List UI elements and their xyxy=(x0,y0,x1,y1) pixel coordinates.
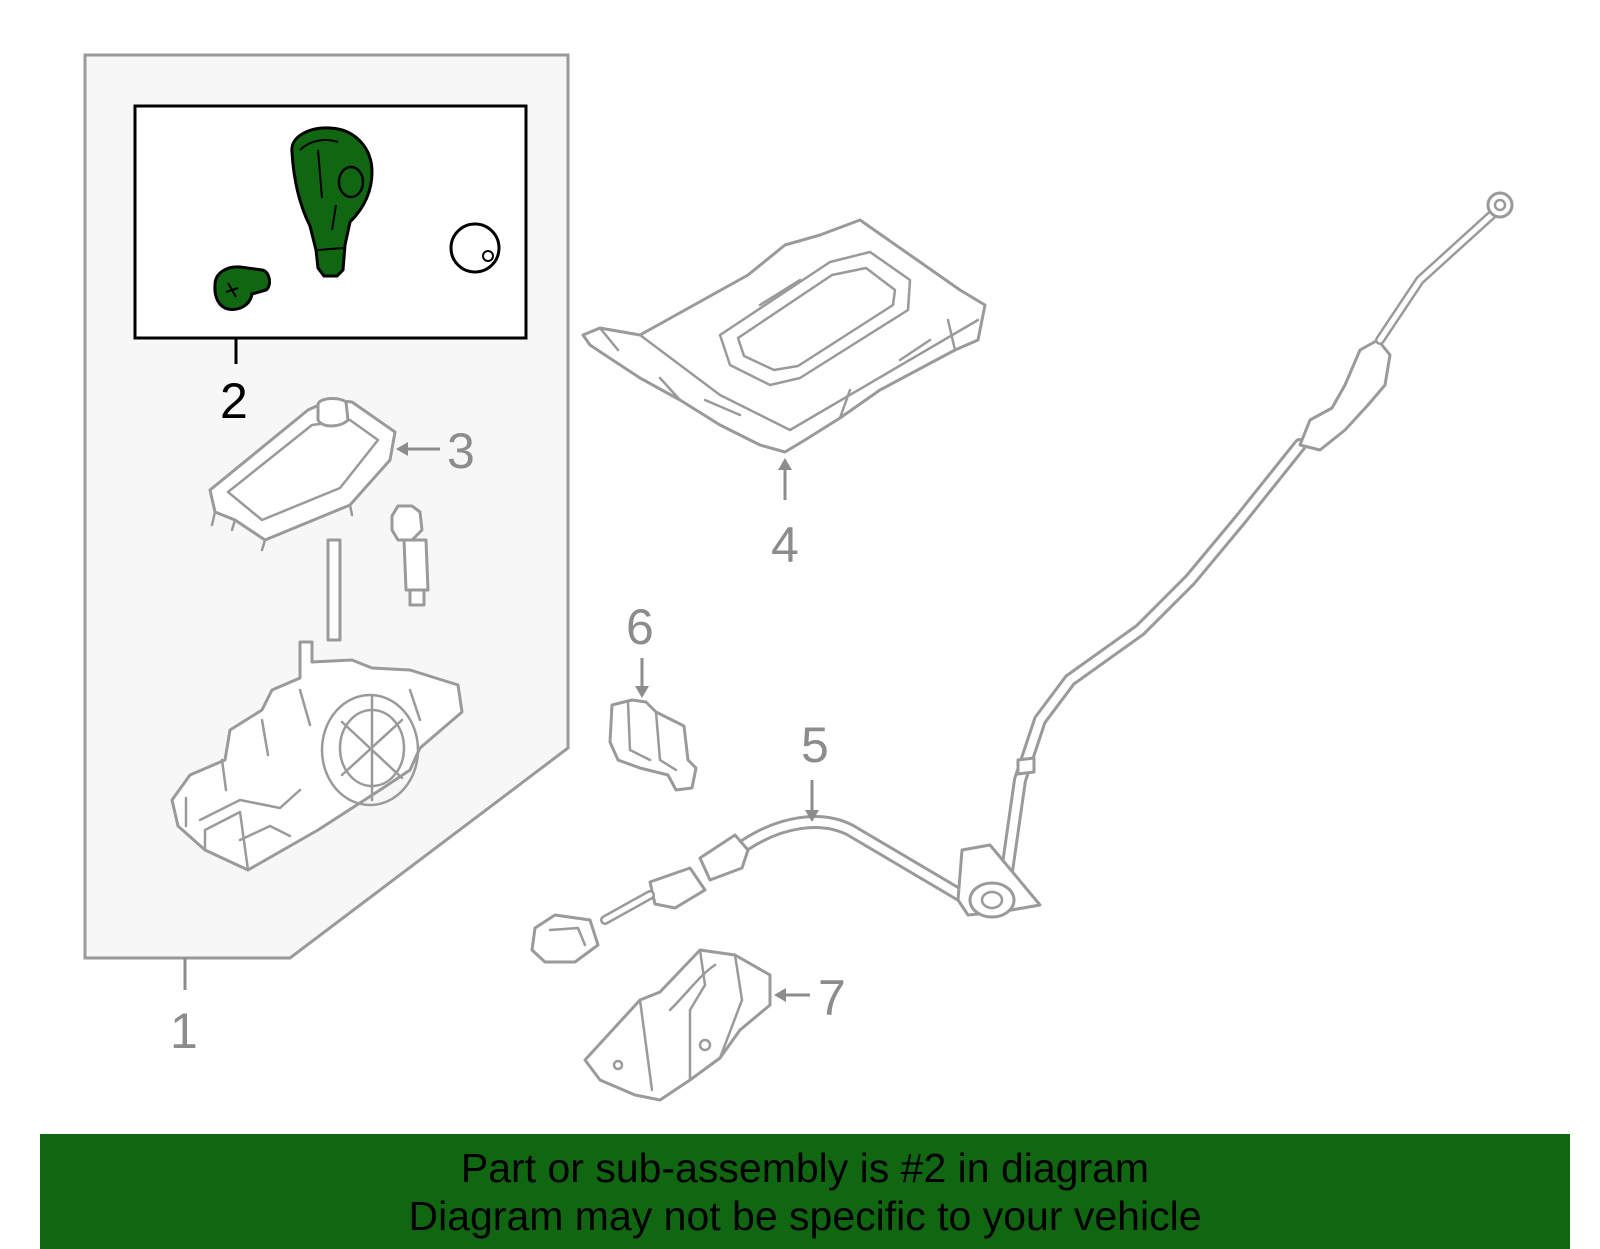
info-banner: Part or sub-assembly is #2 in diagram Di… xyxy=(40,1134,1570,1249)
knob-screw[interactable] xyxy=(213,265,271,311)
shift-cable[interactable] xyxy=(530,191,1514,964)
banner-line-2: Diagram may not be specific to your vehi… xyxy=(408,1192,1202,1239)
banner-line-1: Part or sub-assembly is #2 in diagram xyxy=(460,1144,1150,1191)
shifter-base[interactable] xyxy=(170,538,464,872)
callout-1: 1 xyxy=(170,1003,198,1059)
callout-7: 7 xyxy=(818,970,846,1026)
callout-3: 3 xyxy=(447,423,475,479)
callout-4: 4 xyxy=(771,517,799,573)
mounting-bolt[interactable] xyxy=(390,504,430,607)
cable-clip[interactable] xyxy=(608,658,698,792)
callout-2: 2 xyxy=(220,373,248,429)
retaining-ring[interactable] xyxy=(449,222,501,274)
console-bezel[interactable] xyxy=(581,218,987,500)
cable-bracket[interactable] xyxy=(583,948,810,1102)
callout-5: 5 xyxy=(801,717,829,773)
shift-boot-bezel[interactable] xyxy=(208,396,397,552)
shift-knob[interactable] xyxy=(290,126,374,278)
parts-diagram: 1 2 3 4 5 6 7 xyxy=(83,53,1514,1102)
leader-3 xyxy=(396,442,440,456)
callout-6: 6 xyxy=(626,599,654,655)
